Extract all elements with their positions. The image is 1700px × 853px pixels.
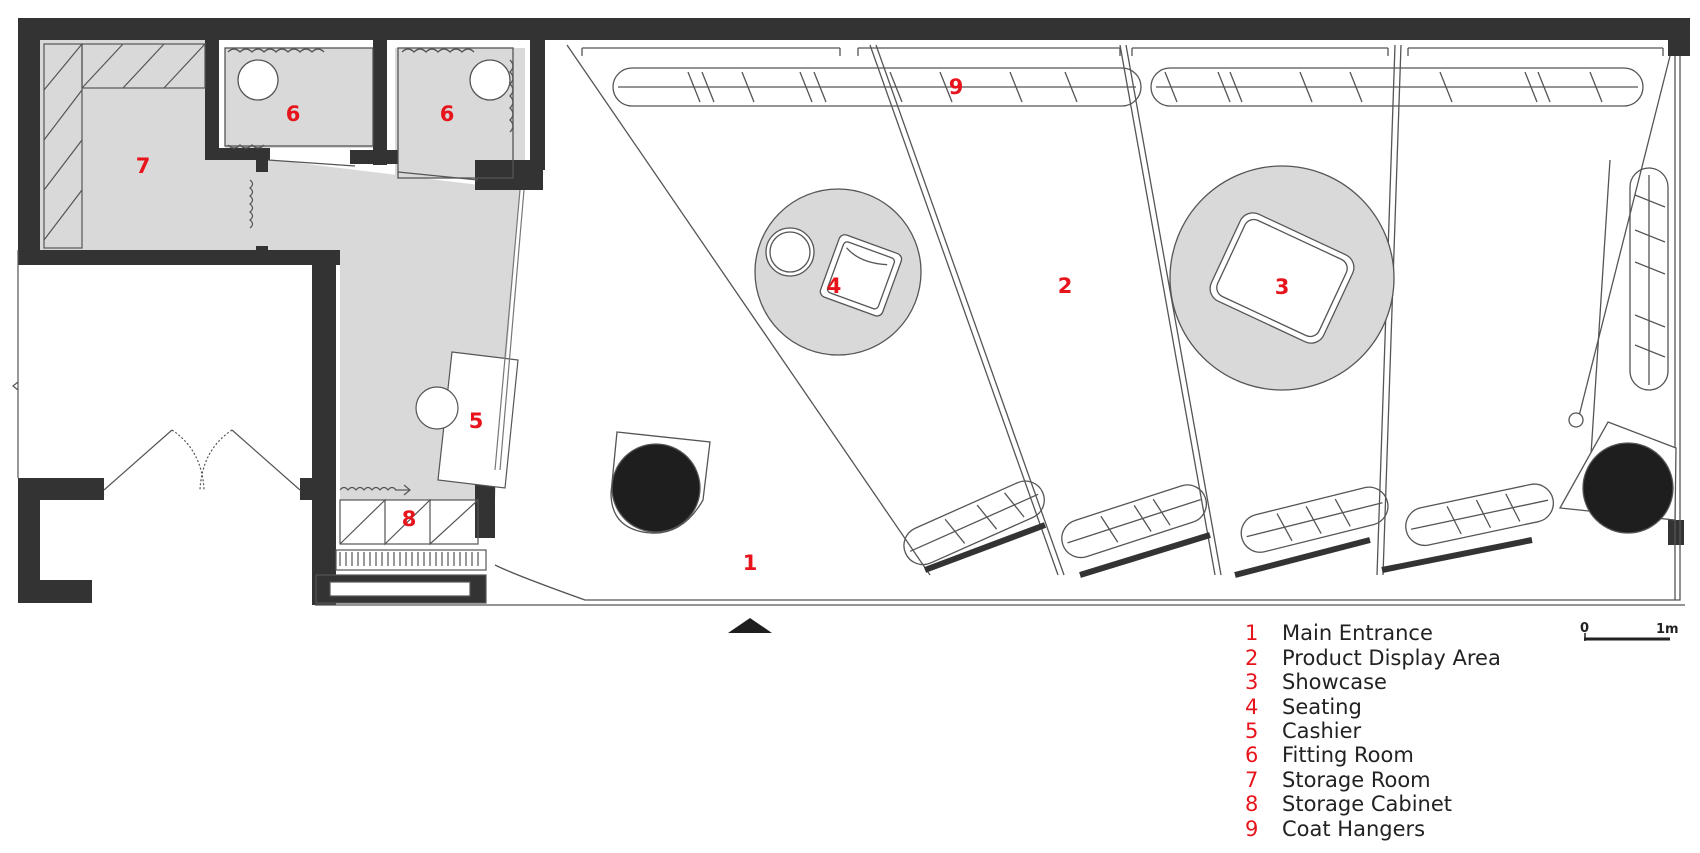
coat-hanger-racks: [612, 67, 1669, 391]
legend-label: Product Display Area: [1282, 646, 1501, 670]
legend-label: Fitting Room: [1282, 743, 1414, 767]
cashier-counter: [415, 189, 525, 489]
seating-area: [754, 188, 922, 356]
scale-end: 1m: [1656, 622, 1679, 637]
scale-start: 0: [1580, 621, 1589, 636]
label-storage-cabinet: 8: [402, 507, 417, 531]
legend-item: 5 Cashier: [1245, 719, 1362, 743]
label-showcase: 3: [1275, 275, 1290, 299]
side-doors: [12, 250, 301, 491]
label-coat-hangers: 9: [949, 75, 964, 99]
label-seating: 4: [827, 274, 842, 298]
label-storage-room: 7: [136, 154, 151, 178]
legend-number: 4: [1245, 695, 1258, 719]
legend-number: 2: [1245, 646, 1258, 670]
legend-item: 6 Fitting Room: [1245, 743, 1414, 767]
legend-item: 9 Coat Hangers: [1245, 817, 1425, 841]
scale-bar: 0 1m: [1580, 621, 1679, 641]
label-fitting-room-a: 6: [286, 102, 301, 126]
curtain-tracks: [249, 179, 411, 496]
showcase-table: [1169, 165, 1395, 391]
legend-item: 4 Seating: [1245, 695, 1362, 719]
entrance-arrow-icon: [728, 618, 772, 633]
legend-label: Coat Hangers: [1282, 817, 1425, 841]
display-stands: [610, 412, 1677, 534]
legend-number: 7: [1245, 768, 1258, 792]
legend-number: 1: [1245, 621, 1258, 645]
walls: [18, 18, 1690, 605]
legend-item: 3 Showcase: [1245, 670, 1387, 694]
legend-label: Storage Room: [1282, 768, 1431, 792]
bottom-hanger-racks: [903, 480, 1554, 578]
legend-number: 6: [1245, 743, 1258, 767]
label-fitting-room-b: 6: [440, 102, 455, 126]
legend-item: 7 Storage Room: [1245, 768, 1431, 792]
legend-number: 9: [1245, 817, 1258, 841]
legend: 1 Main Entrance 2 Product Display Area 3…: [1245, 621, 1501, 841]
plan-labels: 1 2 3 4 5 6 6 7 8 9: [136, 75, 1290, 575]
legend-label: Main Entrance: [1282, 621, 1433, 645]
legend-label: Cashier: [1282, 719, 1362, 743]
legend-number: 5: [1245, 719, 1258, 743]
legend-item: 8 Storage Cabinet: [1245, 792, 1452, 816]
label-cashier: 5: [469, 409, 484, 433]
legend-label: Showcase: [1282, 670, 1387, 694]
fitting-rooms: [224, 47, 514, 181]
legend-number: 8: [1245, 792, 1258, 816]
display-partitions: [566, 44, 1671, 576]
legend-number: 3: [1245, 670, 1258, 694]
legend-item: 1 Main Entrance: [1245, 621, 1433, 645]
legend-item: 2 Product Display Area: [1245, 646, 1501, 670]
label-display-area: 2: [1058, 274, 1073, 298]
storage-cabinet: [315, 498, 487, 604]
legend-label: Seating: [1282, 695, 1362, 719]
label-main-entrance: 1: [743, 551, 758, 575]
legend-label: Storage Cabinet: [1282, 792, 1452, 816]
storage-shelving: [43, 43, 206, 249]
